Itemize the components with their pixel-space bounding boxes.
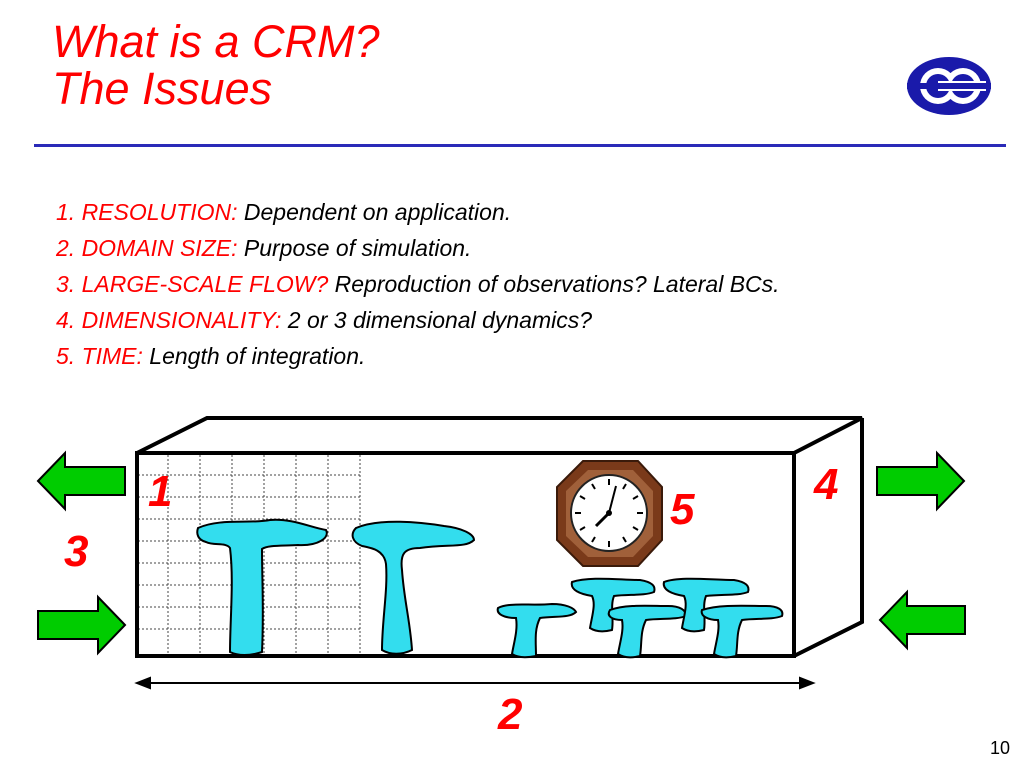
- boundary-arrows: [36, 450, 966, 656]
- arrow-left-icon: [36, 450, 126, 512]
- domain-size-arrow: [134, 676, 816, 690]
- cloud-shape: [196, 518, 328, 656]
- issue-label: 5. TIME:: [56, 343, 143, 369]
- issue-label: 4. DIMENSIONALITY:: [56, 307, 282, 333]
- marker-resolution: 1: [148, 467, 172, 516]
- issue-item: 3. LARGE-SCALE FLOW? Reproduction of obs…: [56, 268, 780, 304]
- arrow-right-icon: [876, 450, 966, 512]
- clock-icon: [556, 460, 663, 567]
- issue-text: Length of integration.: [149, 343, 366, 369]
- issues-list: 1. RESOLUTION: Dependent on application.…: [56, 196, 780, 376]
- issue-item: 4. DIMENSIONALITY: 2 or 3 dimensional dy…: [56, 304, 780, 340]
- ecmwf-logo-icon: [907, 57, 991, 115]
- marker-time: 5: [670, 485, 695, 534]
- issue-item: 5. TIME: Length of integration.: [56, 340, 780, 376]
- issue-text: Reproduction of observations? Lateral BC…: [334, 271, 780, 297]
- cloud-towers: [196, 518, 784, 659]
- arrow-left-icon: [878, 589, 966, 651]
- issue-label: 1. RESOLUTION:: [56, 199, 238, 225]
- marker-flow: 3: [64, 527, 88, 576]
- cloud-shape: [496, 602, 578, 659]
- issue-item: 1. RESOLUTION: Dependent on application.: [56, 196, 780, 232]
- marker-domain: 2: [497, 690, 523, 739]
- slide-title: What is a CRM? The Issues: [52, 18, 380, 112]
- cloud-shape: [700, 604, 784, 659]
- issue-label: 2. DOMAIN SIZE:: [56, 235, 238, 261]
- issue-text: 2 or 3 dimensional dynamics?: [287, 307, 593, 333]
- domain-box: [135, 416, 864, 658]
- marker-dimension: 4: [813, 460, 838, 509]
- title-line-2: The Issues: [52, 63, 273, 114]
- issue-text: Dependent on application.: [243, 199, 512, 225]
- cloud-shape: [351, 520, 476, 655]
- title-divider: [34, 144, 1006, 147]
- arrow-right-icon: [37, 594, 127, 656]
- title-line-1: What is a CRM?: [52, 16, 380, 67]
- issue-item: 2. DOMAIN SIZE: Purpose of simulation.: [56, 232, 780, 268]
- cloud-shape: [607, 604, 688, 659]
- issue-label: 3. LARGE-SCALE FLOW?: [56, 271, 329, 297]
- issue-text: Purpose of simulation.: [243, 235, 472, 261]
- page-number: 10: [989, 738, 1010, 758]
